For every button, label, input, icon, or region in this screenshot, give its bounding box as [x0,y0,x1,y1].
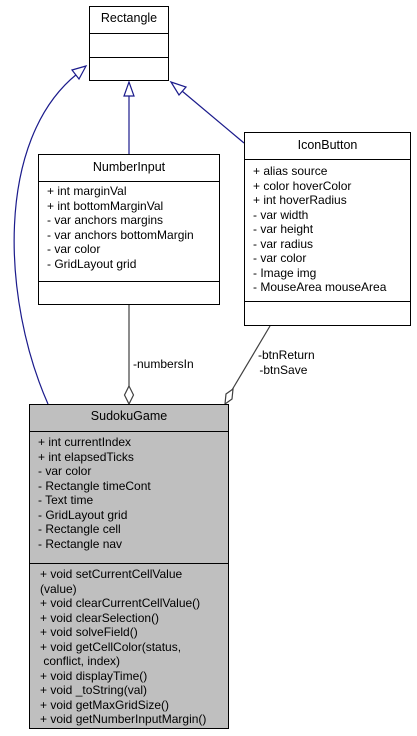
edge-iconbutton-rectangle [181,90,245,144]
edge-label-btnreturn: -btnReturn [258,348,315,362]
generalization-arrowhead [123,80,135,97]
attributes-section: + int currentIndex + int elapsedTicks - … [30,431,228,563]
attributes-section [90,33,168,57]
attribute: - Rectangle timeCont [38,478,151,493]
attribute: - var color [38,464,92,478]
attribute: - var color [47,242,101,256]
method: + void getCellColor(status, [40,639,182,654]
class-numberinput: NumberInput + int marginVal + int bottom… [38,154,220,305]
class-name: SudokuGame [90,409,168,423]
methods-section [90,57,168,81]
class-name: Rectangle [100,11,158,25]
aggregation-diamond [224,387,234,406]
attributes-section: + alias source + color hoverColor + int … [245,159,410,301]
edge-iconbutton-sudokugame [231,325,271,391]
class-sudokugame: SudokuGame + int currentIndex + int elap… [29,404,229,729]
aggregation-diamond [123,384,135,406]
attribute: - var width [253,207,309,222]
attribute: + int bottomMarginVal [47,198,164,213]
method: conflict, index) [40,654,121,668]
method: + void setCurrentCellValue [40,567,183,581]
method: + void displayTime() [40,668,148,683]
attribute: - var color [253,251,307,265]
attribute: - Rectangle nav [38,536,123,551]
attribute: - var radius [253,236,314,251]
methods-section [245,301,410,325]
attribute: - MouseArea mouseArea [253,280,387,294]
edge-label-btnsave: -btnSave [256,363,308,377]
class-iconbutton: IconButton + alias source + color hoverC… [244,132,411,326]
method: + void solveField() [40,625,138,639]
attribute: + int marginVal [47,184,127,198]
edge-sudokugame-rectangle [13,73,78,405]
attribute: - Image img [253,265,317,280]
method: + void getNumberInputMargin() [40,712,207,726]
attribute: - GridLayout grid [38,507,128,522]
generalization-arrowhead [169,80,188,97]
attributes-section: + int marginVal + int bottomMarginVal - … [39,181,219,281]
attribute: + int elapsedTicks [38,449,134,464]
methods-section: + void setCurrentCellValue (value) + voi… [30,563,228,728]
attribute: - GridLayout grid [47,256,137,271]
attribute: - var height [253,222,314,236]
attribute: - var anchors margins [47,213,164,227]
method: + void getMaxGridSize() [40,697,170,712]
attribute: - Rectangle cell [38,522,121,536]
generalization-arrowhead [70,65,88,81]
methods-section [39,281,219,304]
method: (value) [40,581,77,596]
method: + void _toString(val) [40,683,148,697]
method: + void clearSelection() [40,610,160,625]
class-name: IconButton [297,138,358,152]
class-rectangle: Rectangle [89,6,169,81]
attribute: + int currentIndex [38,435,132,449]
attribute: - Text time [38,493,94,507]
attribute: + color hoverColor [253,178,352,193]
attribute: - var anchors bottomMargin [47,227,194,242]
attribute: + int hoverRadius [253,193,347,207]
attribute: + alias source [253,164,328,178]
class-name: NumberInput [92,160,166,174]
edge-label-numbersin: -numbersIn [133,357,194,371]
method: + void clearCurrentCellValue() [40,596,201,610]
